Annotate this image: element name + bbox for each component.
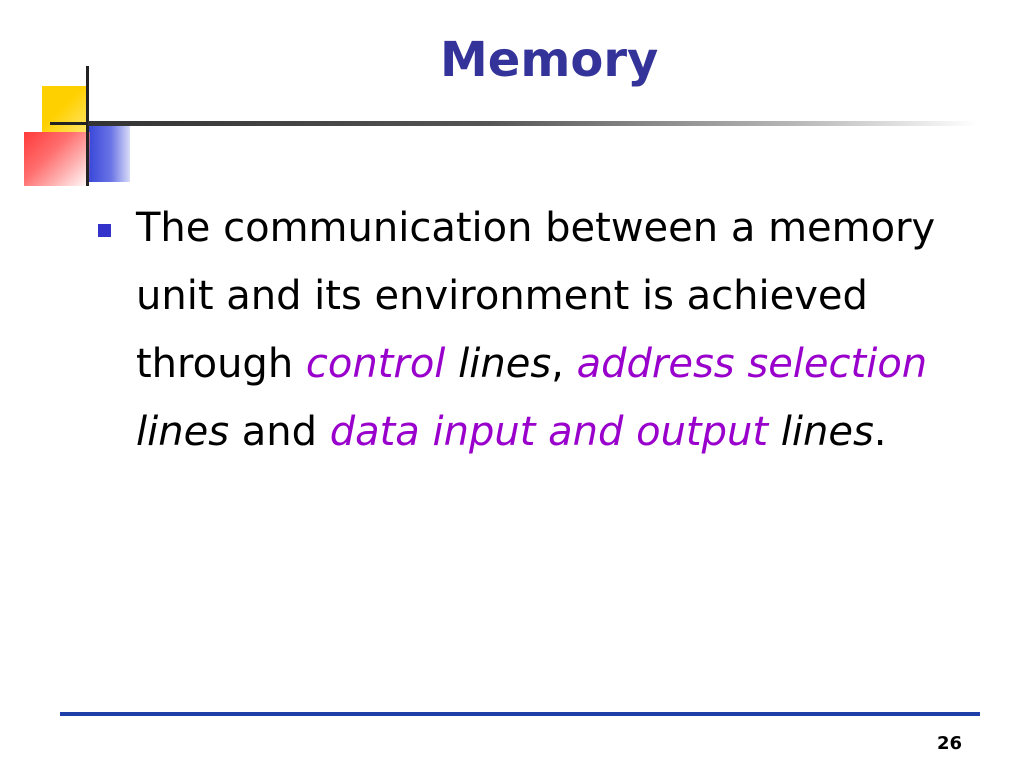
bullet-text-period: . [873, 409, 887, 455]
term-control: control [305, 341, 446, 387]
slide-title: Memory [440, 32, 659, 88]
logo-yellow-square [42, 86, 88, 132]
bullet-text-space [768, 409, 781, 455]
logo-vertical-line [86, 66, 89, 186]
logo-red-square [24, 132, 90, 186]
title-rule [88, 121, 978, 126]
term-data-input-output: data input and output [329, 409, 769, 455]
bullet-text-plain: The communication between a memory unit … [136, 205, 936, 387]
page-number: 26 [936, 733, 962, 754]
bullet-text-and: and [229, 409, 330, 455]
term-address-selection: address selection [576, 341, 928, 387]
term-lines: lines [458, 341, 552, 387]
bullet-text-space [445, 341, 458, 387]
bullet-text-comma: , [551, 341, 577, 387]
footer-rule [60, 712, 980, 716]
logo-blue-square [88, 126, 130, 182]
bullet-square-icon [98, 224, 111, 237]
term-lines: lines [780, 409, 874, 455]
bullet-text: The communication between a memory unit … [136, 194, 946, 466]
term-lines: lines [136, 409, 230, 455]
